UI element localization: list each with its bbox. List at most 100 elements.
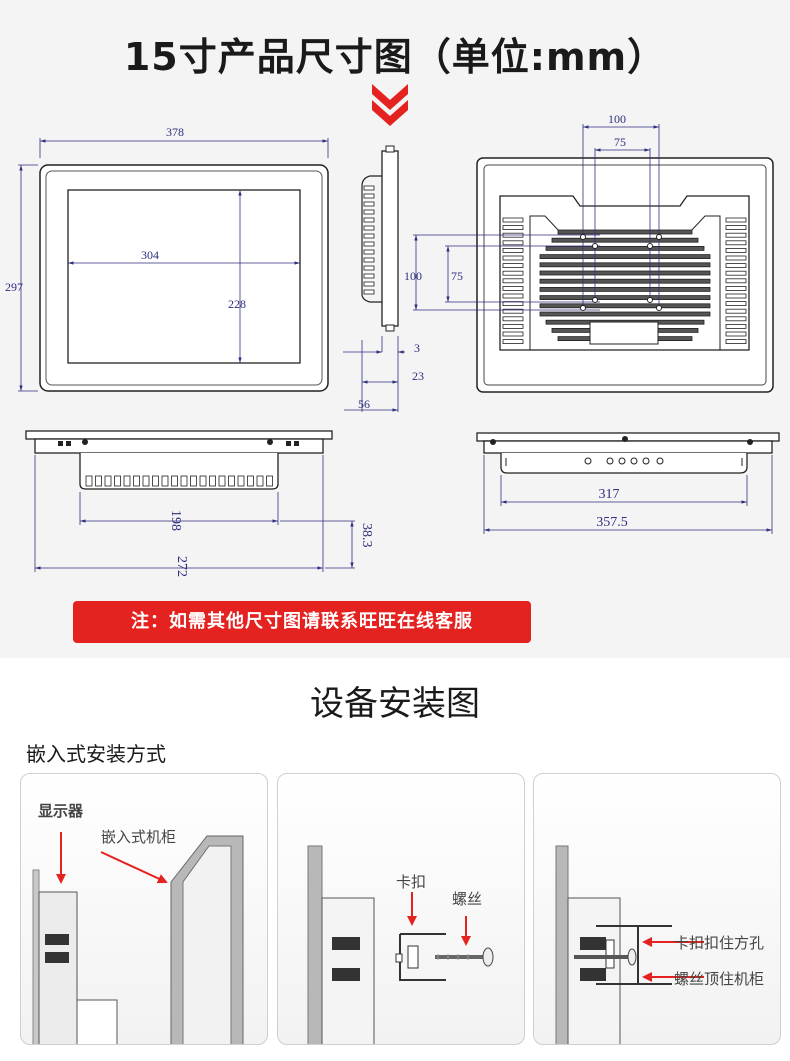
back-fin-right (725, 217, 747, 223)
back-bar (545, 245, 705, 251)
back-bar (539, 262, 711, 268)
bottom-fin (247, 475, 254, 487)
install-panel-2: 卡扣 螺丝 (277, 773, 525, 1045)
bottom-depth-label: 38.3 (359, 523, 374, 548)
back-fin-right (725, 255, 747, 261)
install-panel-1: 显示器 嵌入式机柜 (20, 773, 268, 1045)
side-d1-label: 3 (414, 341, 420, 355)
back-bar (539, 270, 711, 276)
bottom-fin (123, 475, 131, 487)
cabinet-label: 嵌入式机柜 (101, 828, 177, 846)
chevron-down-icon (372, 84, 408, 126)
vesa-inner-h-label: 75 (614, 135, 626, 149)
bottom-fin (228, 475, 235, 487)
bottom-view-right (476, 432, 780, 534)
install-method-label: 嵌入式安装方式 (26, 742, 166, 766)
bottom-fin (133, 475, 140, 487)
front-view (18, 138, 329, 392)
back-fin-left (502, 278, 524, 284)
back-fin-right (725, 308, 747, 314)
bottom-fin (266, 475, 273, 487)
back-fin-right (725, 301, 747, 307)
bottom-fin (152, 475, 159, 487)
back-fin-right (725, 293, 747, 299)
side-fin (363, 201, 375, 207)
side-fin (363, 225, 375, 231)
bottom-fin (199, 475, 207, 487)
install-panel-1-drawing (32, 832, 244, 1044)
back-fin-left (502, 293, 524, 299)
bottom-fin (85, 475, 93, 487)
side-fin (363, 185, 375, 191)
front-height-label: 297 (5, 280, 23, 294)
bottom-right-outer-label: 357.5 (596, 515, 628, 530)
back-fin-right (725, 331, 747, 337)
back-fin-right (725, 323, 747, 329)
back-fin-right (725, 339, 747, 345)
back-fin-right (725, 232, 747, 238)
back-fin-left (502, 285, 524, 291)
bottom-fin (104, 475, 112, 487)
install-panel-3-drawing (555, 845, 704, 1044)
back-fin-left (502, 247, 524, 253)
side-fin (363, 241, 375, 247)
side-fin (363, 273, 375, 279)
back-fin-right (725, 316, 747, 322)
side-fin (363, 249, 375, 255)
back-fin-left (502, 316, 524, 322)
side-view (343, 145, 405, 412)
back-fin-left (502, 270, 524, 276)
bottom-right-inner-label: 317 (599, 487, 620, 502)
side-d2-label: 23 (412, 369, 424, 383)
bottom-fin (237, 475, 245, 487)
back-fin-left (502, 308, 524, 314)
install-panel-2-drawing (307, 845, 494, 1044)
back-bar (539, 295, 711, 301)
front-width-label: 378 (166, 125, 184, 139)
back-fin-right (725, 263, 747, 269)
clip-label: 卡扣 (396, 873, 427, 891)
bottom-outer-width-label: 272 (174, 556, 189, 577)
page-title: 15寸产品尺寸图（单位:mm） (123, 35, 667, 79)
bottom-fin (218, 475, 226, 487)
back-bar (539, 303, 711, 309)
side-fin (363, 281, 375, 287)
screw-cabinet-label: 螺丝顶住机柜 (674, 970, 765, 988)
bottom-fin (171, 475, 178, 487)
back-bar (551, 237, 699, 243)
back-fin-left (502, 225, 524, 231)
screen-height-label: 228 (228, 297, 246, 311)
back-fin-right (725, 278, 747, 284)
bottom-fin (256, 475, 264, 487)
install-title: 设备安装图 (310, 684, 480, 724)
back-fin-right (725, 270, 747, 276)
back-fin-left (502, 263, 524, 269)
screw-label: 螺丝 (452, 890, 483, 908)
display-label: 显示器 (38, 802, 84, 820)
bottom-fin (114, 475, 121, 487)
bottom-fin (209, 475, 216, 487)
bottom-fin (190, 475, 197, 487)
vesa-inner-v-label: 75 (451, 269, 463, 283)
bottom-fin (180, 475, 188, 487)
bottom-fin (142, 475, 150, 487)
back-fin-left (502, 240, 524, 246)
back-fin-left (502, 331, 524, 337)
back-view (413, 124, 774, 393)
side-fin (363, 193, 375, 199)
bottom-view-left (25, 430, 355, 572)
back-bar (539, 286, 711, 292)
screen-width-label: 304 (141, 248, 159, 262)
side-fin (363, 233, 375, 239)
back-bar (557, 229, 693, 235)
bottom-inner-width-label: 198 (168, 510, 183, 531)
side-fin (363, 209, 375, 215)
back-fin-left (502, 339, 524, 345)
vesa-outer-v-label: 100 (404, 269, 422, 283)
back-fin-right (725, 240, 747, 246)
back-bar (539, 254, 711, 260)
clip-hole-label: 卡扣扣住方孔 (674, 934, 765, 952)
side-d3-label: 56 (358, 397, 370, 411)
side-fin (363, 217, 375, 223)
back-bar (539, 311, 711, 317)
